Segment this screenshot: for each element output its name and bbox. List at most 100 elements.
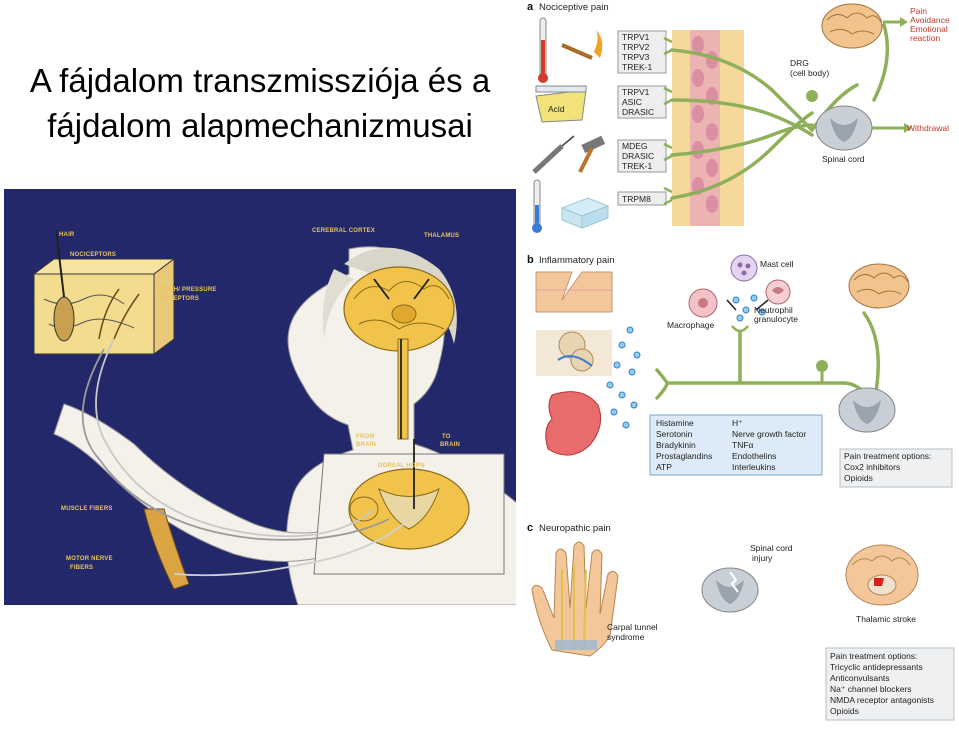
svg-text:NMDA receptor antagonists: NMDA receptor antagonists — [830, 695, 934, 705]
label-drg-1: DRG — [790, 58, 809, 68]
illustration-labels: HAIR NOCICEPTORS TOUCH/ PRESSURE RECEPTO… — [59, 228, 460, 571]
svg-text:TRPM8: TRPM8 — [622, 194, 651, 204]
label-nociceptors: NOCICEPTORS — [70, 252, 116, 258]
label-touch-pressure-1: TOUCH/ PRESSURE — [156, 287, 217, 293]
svg-text:Nerve growth factor: Nerve growth factor — [732, 429, 806, 439]
neutrophil-cell — [765, 279, 791, 305]
panel-c-treatment-box: Pain treatment options: Tricyclic antide… — [825, 647, 955, 721]
pain-transmission-svg: HAIR NOCICEPTORS TOUCH/ PRESSURE RECEPTO… — [4, 189, 519, 606]
label-thalamus: THALAMUS — [424, 233, 459, 239]
thalamic-stroke-brain — [845, 544, 919, 606]
receptor-box-4: TRPM8 — [617, 191, 667, 206]
svg-text:TRPV1: TRPV1 — [622, 32, 650, 42]
panel-c-title: Neuropathic pain — [539, 523, 611, 534]
label-mast-cell: Mast cell — [760, 259, 794, 269]
slide-title-line-1: A fájdalom transzmissziója és a — [29, 62, 491, 99]
mediator-box: Histamine Serotonin Bradykinin Prostagla… — [649, 414, 823, 476]
receptor-box-3: MDEG DRASIC TREK-1 — [617, 139, 667, 173]
pain-mechanisms-diagram: a Nociceptive pain — [522, 0, 959, 731]
label-carpal-2: syndrome — [607, 632, 645, 642]
label-macrophage: Macrophage — [667, 320, 715, 330]
label-drg-2: (cell body) — [790, 68, 829, 78]
label-neutrophil-2: granulocyte — [754, 314, 798, 324]
svg-text:TRPV1: TRPV1 — [622, 87, 650, 97]
svg-text:Na⁺ channel blockers: Na⁺ channel blockers — [830, 684, 912, 694]
panel-b-spinal-cord — [838, 387, 896, 433]
label-to-brain-2: BRAIN — [440, 442, 460, 448]
panel-b-treatment-box: Pain treatment options: Cox2 inhibitors … — [839, 448, 953, 488]
panel-a-title: Nociceptive pain — [539, 2, 609, 13]
svg-text:DRASIC: DRASIC — [622, 151, 654, 161]
pain-transmission-illustration: HAIR NOCICEPTORS TOUCH/ PRESSURE RECEPTO… — [4, 189, 519, 606]
svg-text:Pain treatment options:: Pain treatment options: — [844, 451, 931, 461]
mediator-dots — [606, 294, 766, 429]
label-muscle-fibers: MUSCLE FIBERS — [61, 506, 113, 512]
label-from-brain-2: BRAIN — [356, 442, 376, 448]
svg-text:Bradykinin: Bradykinin — [656, 440, 696, 450]
stimulus-hammer — [578, 135, 606, 173]
svg-text:Opioids: Opioids — [844, 473, 873, 483]
panel-a-letter: a — [527, 1, 534, 13]
label-motor-nerve-1: MOTOR NERVE — [66, 556, 113, 562]
panel-a-spinal-cord — [815, 105, 873, 151]
svg-text:Anticonvulsants: Anticonvulsants — [830, 673, 890, 683]
tissue-joint — [536, 330, 612, 376]
stimulus-thermometer-hot — [538, 17, 548, 83]
stimulus-thermometer-cold — [532, 179, 542, 233]
svg-text:TREK-1: TREK-1 — [622, 62, 653, 72]
panel-b-inflammatory: b Inflammatory pain — [527, 254, 953, 488]
injured-spinal-cord — [701, 567, 759, 613]
label-motor-nerve-2: FIBERS — [70, 565, 93, 571]
carpal-hand — [531, 541, 619, 657]
label-from-brain-1: FROM — [356, 434, 374, 440]
label-hair: HAIR — [59, 232, 75, 238]
label-outcome-4: reaction — [910, 33, 941, 43]
slide-title: A fájdalom transzmissziója és a fájdalom… — [0, 58, 520, 148]
panel-b-brain — [848, 263, 910, 309]
label-to-brain-1: TO — [442, 434, 451, 440]
svg-text:Opioids: Opioids — [830, 706, 859, 716]
receptor-box-2: TRPV1 ASIC DRASIC — [617, 85, 667, 119]
nerve-pathways — [81, 278, 430, 577]
panel-a-nerve-fibres — [670, 23, 890, 200]
svg-text:Endothelins: Endothelins — [732, 451, 776, 461]
svg-text:Histamine: Histamine — [656, 418, 694, 428]
panel-c-letter: c — [527, 522, 533, 534]
spinal-cord-section — [313, 453, 505, 575]
label-thalamic-stroke: Thalamic stroke — [856, 614, 916, 624]
label-carpal-1: Carpal tunnel — [607, 622, 658, 632]
svg-text:Pain treatment options:: Pain treatment options: — [830, 651, 917, 661]
svg-text:Serotonin: Serotonin — [656, 429, 693, 439]
panel-a-nociceptive: a Nociceptive pain — [527, 1, 950, 233]
stimulus-syringe — [532, 135, 575, 174]
brain — [343, 266, 455, 440]
label-cerebral-cortex: CEREBRAL CORTEX — [312, 228, 375, 234]
label-spinal-injury-1: Spinal cord — [750, 543, 793, 553]
label-acid: Acid — [548, 104, 565, 114]
stimulus-acid-beaker: Acid — [535, 85, 587, 123]
label-spinal-cord: Spinal cord — [822, 154, 865, 164]
svg-text:TRPV3: TRPV3 — [622, 52, 650, 62]
receptor-box-1: TRPV1 TRPV2 TRPV3 TREK-1 — [617, 30, 667, 74]
svg-text:Tricyclic antidepressants: Tricyclic antidepressants — [830, 662, 923, 672]
label-neutrophil-1: Neutrophil — [754, 305, 793, 315]
pain-mechanisms-svg: a Nociceptive pain — [527, 1, 955, 721]
svg-text:TREK-1: TREK-1 — [622, 161, 653, 171]
mast-cell — [730, 254, 758, 282]
label-outcome-2: Avoidance — [910, 15, 950, 25]
svg-text:ASIC: ASIC — [622, 97, 642, 107]
macrophage-cell — [688, 288, 718, 318]
svg-text:MDEG: MDEG — [622, 141, 648, 151]
label-outcome-3: Emotional — [910, 24, 948, 34]
svg-text:ATP: ATP — [656, 462, 672, 472]
tissue-stomach — [545, 391, 602, 456]
stimulus-ice — [560, 197, 610, 229]
stimulus-flame-match — [561, 30, 603, 60]
drg-cell-body — [806, 90, 818, 102]
label-outcome-1: Pain — [910, 6, 927, 16]
panel-b-drg — [816, 360, 828, 372]
svg-text:Interleukins: Interleukins — [732, 462, 775, 472]
panel-b-letter: b — [527, 254, 534, 266]
svg-text:DRASIC: DRASIC — [622, 107, 654, 117]
label-spinal-injury-2: injury — [752, 553, 773, 563]
